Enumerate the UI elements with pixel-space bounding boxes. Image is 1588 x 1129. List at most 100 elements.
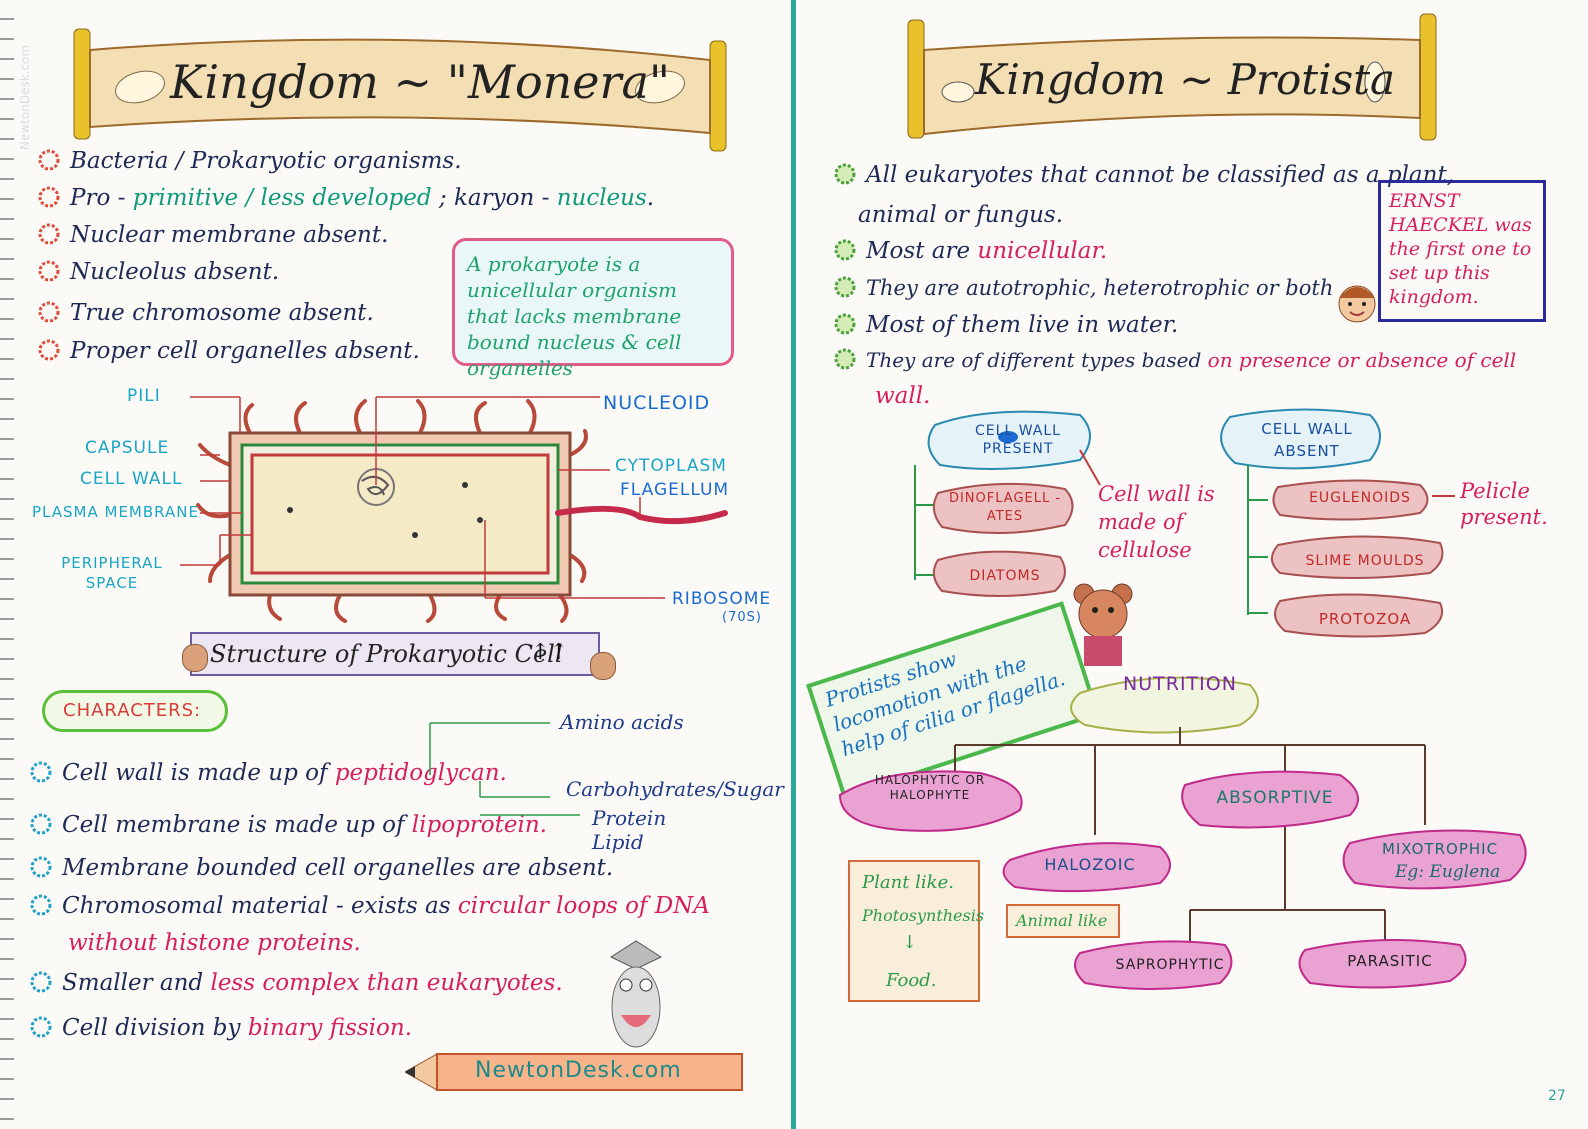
animal-like-box: Animal like [1006,904,1120,938]
definition-text: A prokaryote is a unicellular organism t… [467,252,682,380]
bullet-item: Proper cell organelles absent. [38,338,420,364]
watermark: NewtonDesk.com [18,44,32,150]
plant-like-box: Plant like. Photosynthesis ↓ Food. [848,860,984,1002]
flower-bullet-icon [30,1016,52,1038]
flower-bullet-icon [834,163,856,185]
label-cytoplasm: CYTOPLASM [615,456,727,476]
flower-bullet-icon [38,149,60,171]
halophytic-label: HALOPHYTIC OR HALOPHYTE [874,773,986,802]
flower-bullet-icon [38,260,60,282]
flower-bullet-icon [38,339,60,361]
page-divider [791,0,796,1129]
saprophytic-label: SAPROPHYTIC [1115,957,1225,973]
bullet-item: They are autotrophic, heterotrophic or b… [834,276,1333,300]
parasitic-label: PARASITIC [1347,952,1433,970]
teddy-bear-icon [1073,583,1133,666]
label-peripheral-space: PERIPHERAL SPACE [61,554,163,592]
characters-badge: CHARACTERS: [42,690,228,732]
bullet-item: Most are unicellular. [834,238,1107,264]
cell-wall-present-label: CELL WALL PRESENT [975,423,1061,457]
bullet-item-continued: animal or fungus. [858,202,1064,228]
flower-bullet-icon [30,856,52,878]
bullet-item-continued: wall. [875,383,931,409]
bullet-item: Nucleolus absent. [38,259,279,285]
flower-bullet-icon [834,276,856,298]
page-title-left: Kingdom ~ "Monera" [170,55,671,109]
title-scroll-left [73,28,727,152]
label-flagellum: FLAGELLUM [620,480,730,500]
flower-bullet-icon [834,239,856,261]
flower-bullet-icon [30,894,52,916]
flower-bullet-icon [834,313,856,335]
bullet-item: True chromosome absent. [38,300,374,326]
label-nucleoid: NUCLEOID [603,392,711,414]
pelicle-note: Pelicle present. [1460,479,1548,529]
diagram-caption-banner: Structure of Prokaryotic Cell ↑↑ [190,632,600,676]
diagram-caption: Structure of Prokaryotic Cell [210,640,563,668]
bullet-item: Pro - primitive / less developed ; karyo… [38,185,654,211]
label-ribosome-size: (70S) [722,610,762,625]
euglenoids-label: EUGLENOIDS [1309,490,1411,506]
slime-moulds-label: SLIME MOULDS [1305,553,1425,569]
character-item: Membrane bounded cell organelles are abs… [30,855,613,881]
bullet-item: Bacteria / Prokaryotic organisms. [38,148,462,174]
flower-bullet-icon [834,348,856,370]
cell-wall-flowchart [914,408,1455,638]
branch-protein: Protein [592,806,667,830]
nutrition-tree [838,676,1527,990]
bullet-item: Nuclear membrane absent. [38,222,388,248]
plant-like-label: Plant like. [862,872,954,893]
character-item-continued: without histone proteins. [68,930,361,956]
mixotrophic-label: MIXOTROPHIC [1381,840,1499,858]
flower-bullet-icon [38,186,60,208]
hand-icon [182,644,208,672]
protozoa-label: PROTOZOA [1318,610,1412,628]
mixotrophic-example: Eg: Euglena [1395,862,1501,882]
animal-like-label: Animal like [1016,911,1108,930]
cellulose-note: Cell wall is made of cellulose [1098,482,1215,562]
label-capsule: CAPSULE [85,438,170,458]
branch-lipid: Lipid [592,830,644,854]
dinoflagellates-label: DINOFLAGELL -ATES [948,491,1062,524]
bullet-item: Most of them live in water. [834,312,1178,338]
absorptive-label: ABSORPTIVE [1216,788,1334,808]
owl-doodle-icon [609,940,663,1048]
nutrition-label: NUTRITION [1123,673,1237,695]
character-item: Cell wall is made up of peptidoglycan. [30,760,507,786]
prokaryotic-cell-diagram [180,396,728,623]
food-label: Food. [886,970,937,991]
bullet-item: All eukaryotes that cannot be classified… [834,162,1454,188]
definition-box: A prokaryote is a unicellular organism t… [452,238,734,380]
pencil-icon [405,1053,743,1091]
bullet-item: They are of different types based on pre… [834,348,1516,372]
flower-bullet-icon [30,971,52,993]
character-item: Chromosomal material - exists as circula… [30,893,710,919]
branch-carbohydrates: Carbohydrates/Sugar [566,777,784,801]
character-item: Cell membrane is made up of lipoprotein. [30,812,547,838]
label-cell-wall: CELL WALL [80,469,183,489]
diatoms-label: DIATOMS [969,568,1041,584]
label-ribosome: RIBOSOME [672,589,772,609]
photosynthesis-label: Photosynthesis [862,906,985,925]
flower-bullet-icon [30,761,52,783]
character-item: Smaller and less complex than eukaryotes… [30,970,563,996]
label-plasma-membrane: PLASMA MEMBRANE [32,503,199,521]
title-scroll-right [907,13,1437,141]
halozoic-label: HALOZOIC [1044,855,1136,874]
branch-amino-acids: Amino acids [560,710,684,734]
composition-branches [429,722,580,816]
haeckel-note-box: ERNST HAECKEL was the first one to set u… [1378,180,1546,322]
hand-icon [590,652,616,680]
character-item: Cell division by binary fission. [30,1015,412,1041]
flower-bullet-icon [30,813,52,835]
characters-label: CHARACTERS: [63,700,202,721]
boy-face-icon [1338,285,1376,323]
page-title-right: Kingdom ~ Protista [975,55,1396,104]
footer-brand: NewtonDesk.com [475,1058,682,1083]
down-arrow-icon: ↓ [902,932,918,953]
label-pili: PILI [127,386,161,406]
haeckel-note: ERNST HAECKEL was the first one to set u… [1389,190,1532,308]
flower-bullet-icon [38,223,60,245]
up-arrows-icon: ↑↑ [531,640,568,665]
